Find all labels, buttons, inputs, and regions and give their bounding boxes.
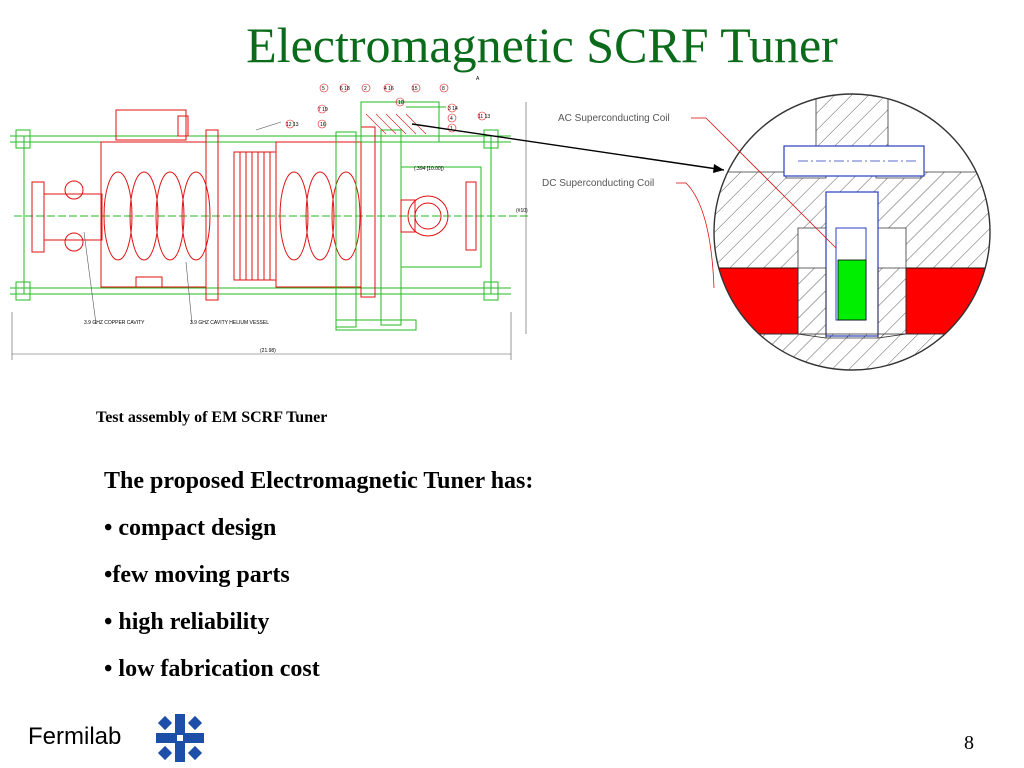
dim-side-label: (#10) — [516, 208, 528, 214]
coil-detail-view: AC Superconducting Coil DC Superconducti… — [542, 93, 991, 371]
feature-item: • compact design — [104, 515, 277, 541]
balloon-7: 7 19 — [318, 107, 328, 113]
balloon-group — [285, 83, 487, 133]
dim-overall-label: (21.98) — [260, 348, 276, 354]
helium-vessel-label: 3.9 GHZ CAVITY HELIUM VESSEL — [190, 320, 269, 326]
page-number: 8 — [964, 732, 974, 754]
fermilab-logo-icon — [156, 714, 204, 762]
balloon-4: 4 16 — [384, 86, 394, 92]
figure-caption: Test assembly of EM SCRF Tuner — [96, 409, 328, 426]
detail-circle — [713, 93, 991, 371]
balloon-1: 5 — [322, 86, 325, 92]
test-assembly-drawing: 5 6 18 2 4 16 15 8 7 19 3 14 16 11 13 1 … — [10, 76, 531, 360]
end-flange — [400, 181, 477, 251]
balloon-13: 12 13 — [286, 122, 299, 128]
detail-section — [714, 94, 990, 370]
copper-cavity-label: 3.9 GHZ COPPER CAVITY — [84, 320, 145, 326]
ac-coil-label: AC Superconducting Coil — [558, 113, 670, 124]
balloon-14: 10 — [398, 100, 404, 106]
footer-brand: Fermilab — [28, 723, 122, 750]
feature-intro: The proposed Electromagnetic Tuner has: — [104, 468, 534, 494]
balloon-8: 3 14 — [448, 106, 458, 112]
tie-rods — [10, 129, 531, 301]
ac-coil-leader — [705, 117, 837, 249]
balloon-2: 6 18 — [340, 86, 350, 92]
helium-vessel — [31, 109, 376, 301]
balloon-6: 8 — [442, 86, 445, 92]
balloon-12: 4 — [450, 116, 453, 122]
feature-list: The proposed Electromagnetic Tuner has: … — [104, 468, 533, 703]
dc-coil-leader — [685, 182, 715, 289]
dc-coil-label: DC Superconducting Coil — [542, 178, 654, 189]
feature-item: •few moving parts — [104, 562, 290, 588]
balloon-10: 11 13 — [478, 114, 490, 120]
dim-gap-label: (.394 [10.00]) — [414, 166, 444, 172]
balloon-5: 15 — [412, 86, 418, 92]
feature-item: • low fabrication cost — [104, 656, 320, 682]
balloon-3: 2 — [364, 86, 367, 92]
balloon-9: 16 — [320, 122, 326, 128]
balloon-11: 1 — [450, 126, 453, 132]
cavity-cells — [64, 171, 361, 261]
slide-title: Electromagnetic SCRF Tuner — [246, 17, 838, 73]
section-marker: A — [476, 76, 480, 82]
feature-item: • high reliability — [104, 609, 270, 635]
